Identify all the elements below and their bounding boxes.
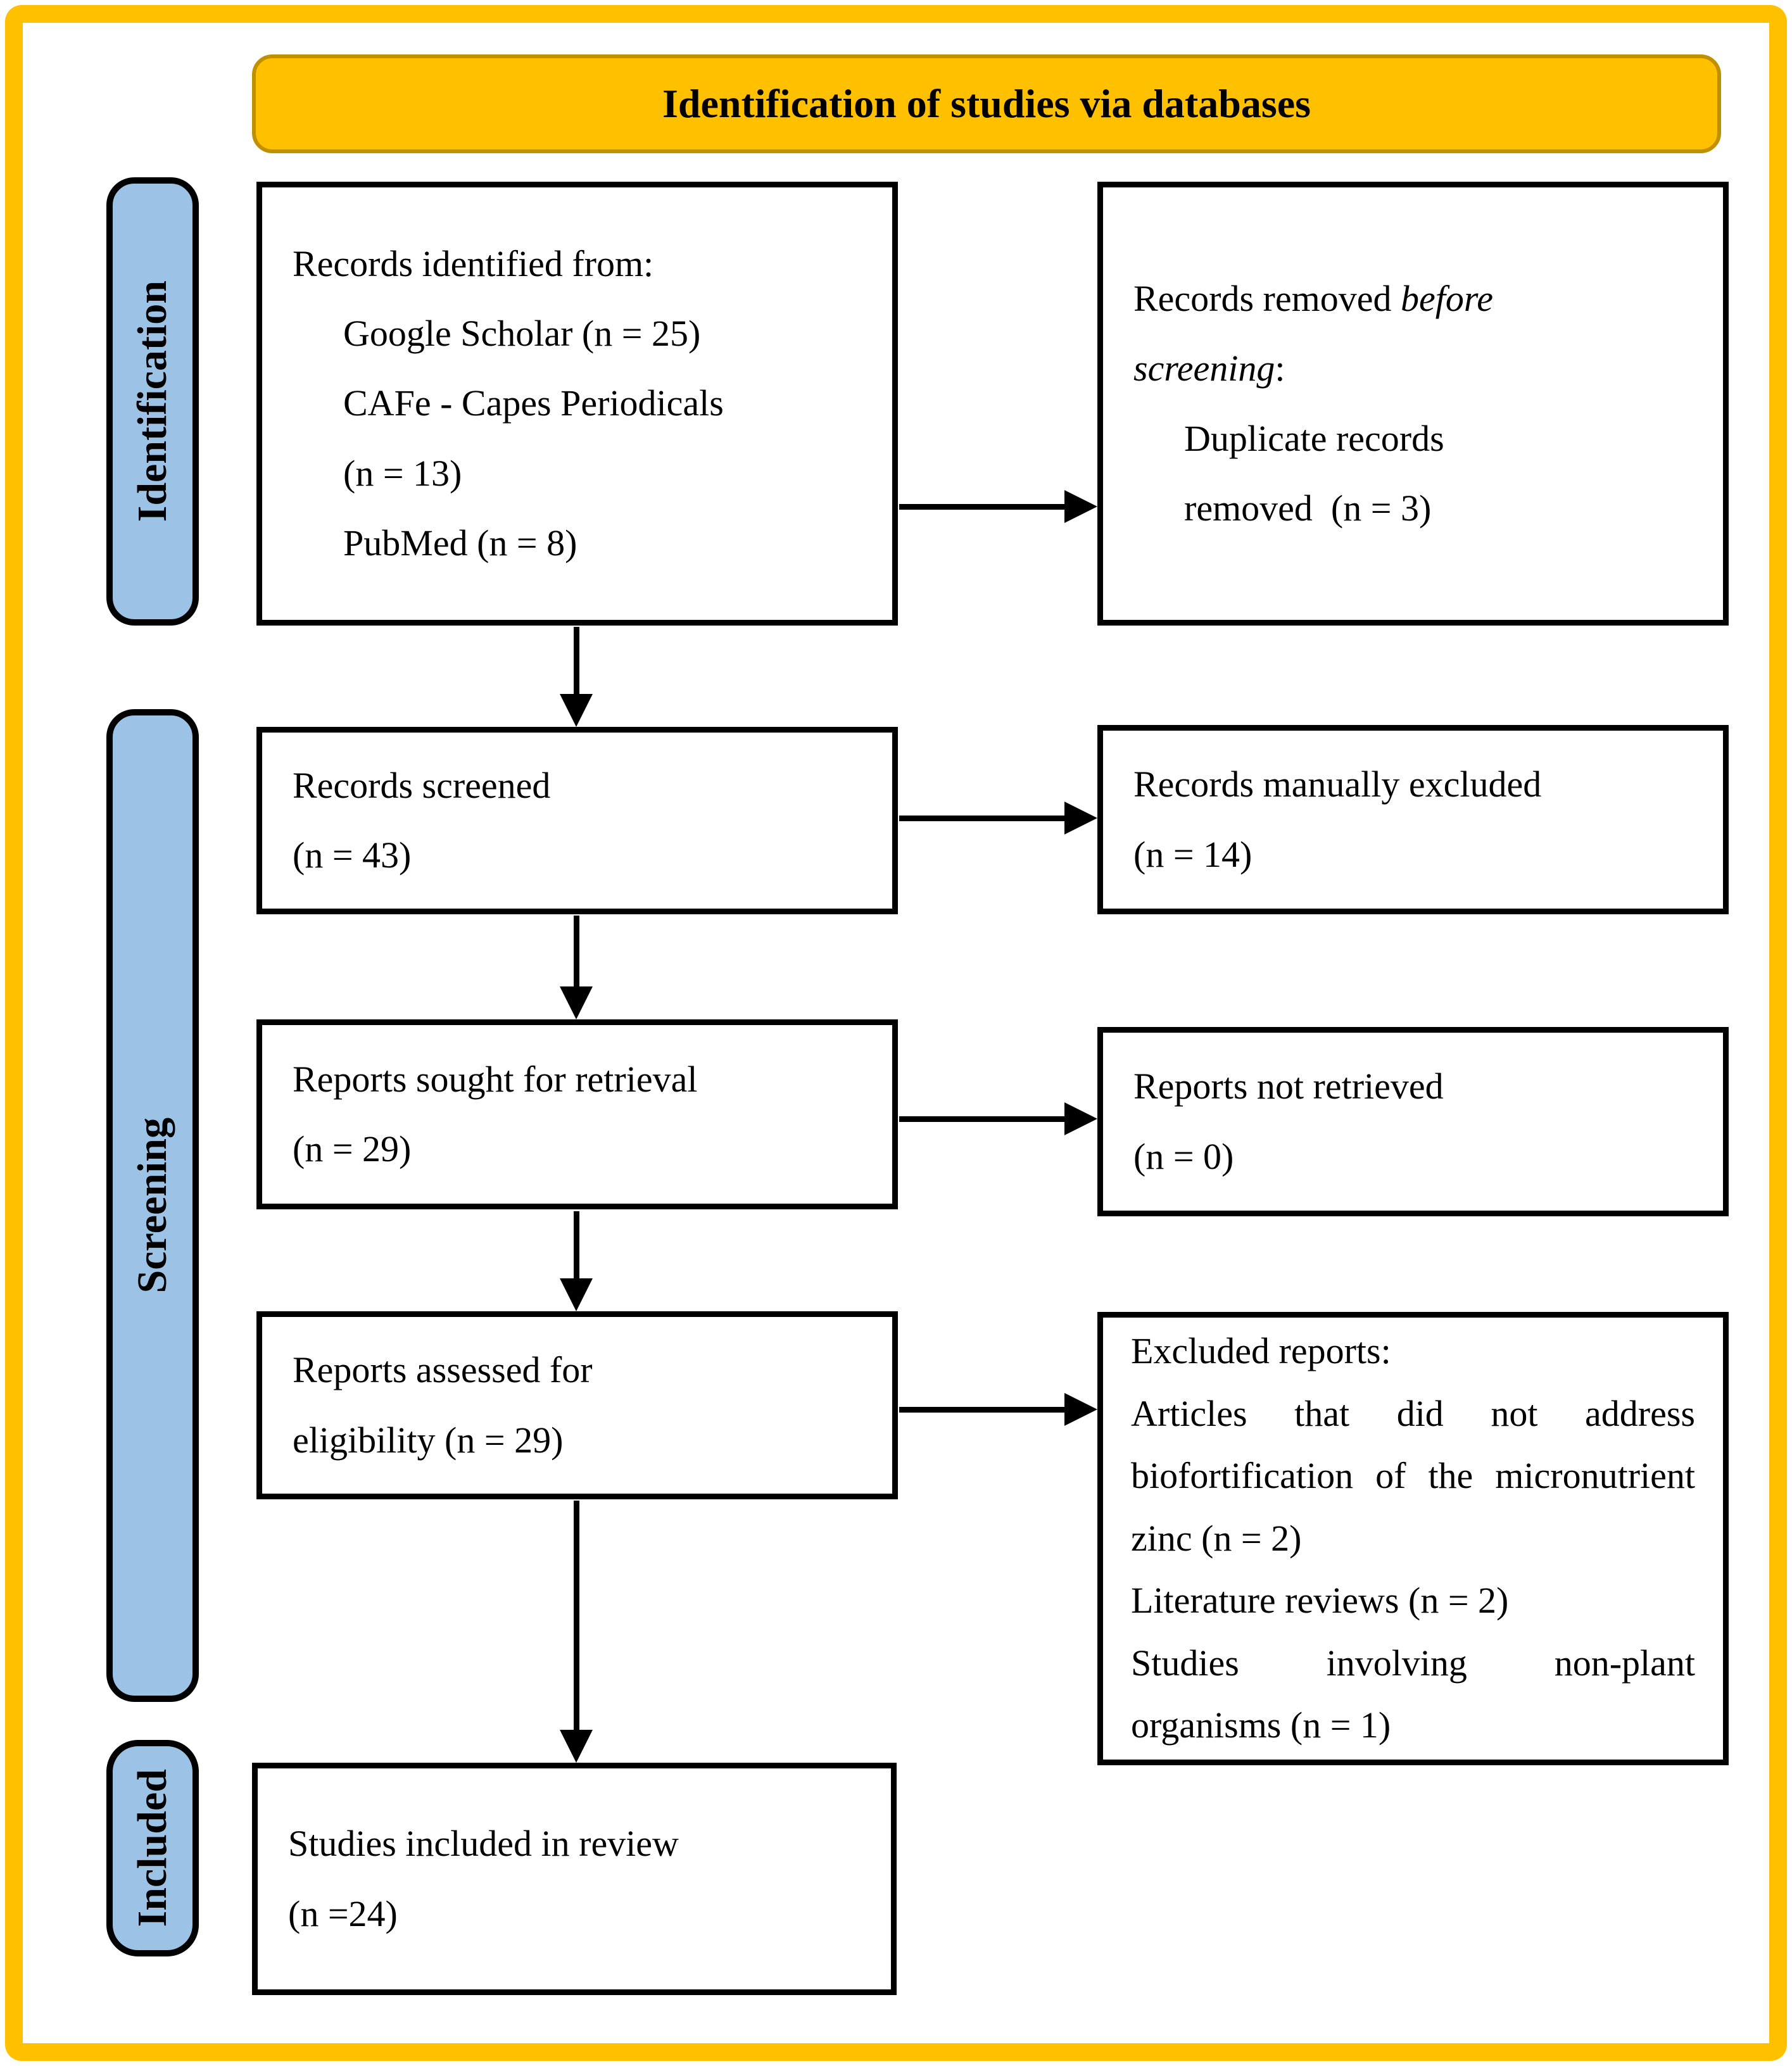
records-screened-count: (n = 43) [293,835,412,876]
box-reports-sought: Reports sought for retrieval (n = 29) [256,1019,898,1209]
reports-assessed-count: eligibility (n = 29) [293,1419,564,1461]
stage-screening-text: Screening [129,1118,175,1294]
records-identified-heading: Records identified from: [293,243,654,285]
box-excluded-reports: Excluded reports: Articles that did not … [1097,1312,1729,1765]
box-records-identified: Records identified from: Google Scholar … [256,182,898,626]
stage-label-screening: Screening [106,709,199,1702]
studies-included-line: Studies included in review [288,1823,679,1865]
records-removed-colon: : [1275,348,1285,389]
records-removed-line: Duplicate records [1184,417,1444,459]
records-manually-excluded-count: (n = 14) [1133,833,1253,875]
stage-identification-text: Identification [129,280,175,522]
records-removed-line: removed (n = 3) [1184,487,1432,529]
records-removed-heading-line2: screening: [1133,334,1693,403]
reports-not-retrieved-count: (n = 0) [1133,1135,1234,1177]
stage-label-included: Included [106,1740,199,1956]
box-records-removed: Records removed before screening: Duplic… [1097,182,1729,626]
excluded-reports-item: Literature reviews (n = 2) [1131,1580,1509,1622]
records-removed-italic: before [1400,278,1494,320]
studies-included-count: (n =24) [288,1893,398,1934]
records-manually-excluded-line: Records manually excluded [1133,764,1542,805]
records-identified-line: PubMed (n = 8) [343,522,577,564]
stage-label-identification: Identification [106,177,199,626]
records-screened-line: Records screened [293,764,551,806]
box-reports-not-retrieved: Reports not retrieved (n = 0) [1097,1027,1729,1216]
records-removed-text: Records removed [1133,278,1401,320]
box-reports-assessed: Reports assessed for eligibility (n = 29… [256,1311,898,1499]
records-identified-line: Google Scholar (n = 25) [343,313,701,355]
excluded-reports-item: Studies involving non-plant organisms (n… [1131,1642,1695,1746]
excluded-reports-heading: Excluded reports: [1131,1330,1391,1371]
excluded-reports-item: Articles that did not address biofortifi… [1131,1392,1695,1559]
box-records-manually-excluded: Records manually excluded (n = 14) [1097,725,1729,914]
records-removed-italic2: screening [1133,348,1275,389]
records-identified-line: CAFe - Capes Periodicals [343,382,724,424]
reports-sought-line: Reports sought for retrieval [293,1058,698,1100]
banner-title: Identification of studies via databases [662,81,1311,126]
title-banner: Identification of studies via databases [252,54,1721,153]
box-records-screened: Records screened (n = 43) [256,727,898,914]
records-identified-line: (n = 13) [343,452,462,494]
stage-included-text: Included [129,1769,175,1927]
reports-not-retrieved-line: Reports not retrieved [1133,1066,1444,1107]
records-removed-heading-line1: Records removed before [1133,264,1693,334]
reports-assessed-line: Reports assessed for [293,1349,593,1391]
reports-sought-count: (n = 29) [293,1128,412,1169]
box-studies-included: Studies included in review (n =24) [252,1763,897,1995]
